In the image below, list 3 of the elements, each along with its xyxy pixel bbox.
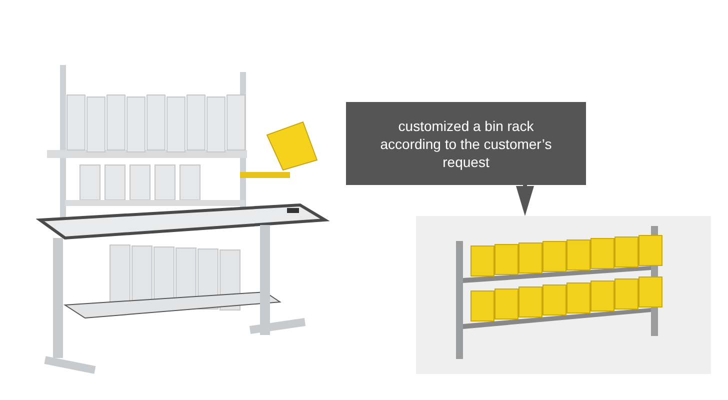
- bin-rack-drawing: [416, 216, 711, 374]
- speech-bubble: customized a bin rack according to the customer’s request: [346, 102, 586, 185]
- callout-pointer: [516, 183, 534, 216]
